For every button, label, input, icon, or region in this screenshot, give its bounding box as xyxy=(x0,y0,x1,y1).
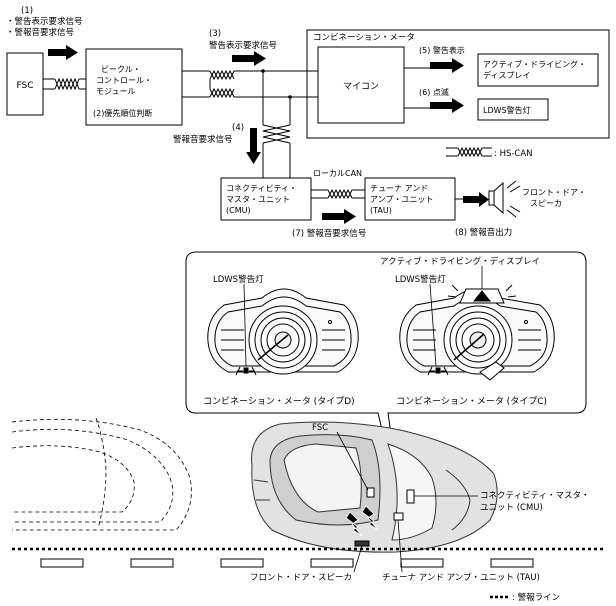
signal-3-arrow xyxy=(232,51,266,66)
signal-5-arrow xyxy=(404,58,464,73)
signal-6-label: (6) 点滅 xyxy=(419,87,449,97)
tau-label-1: チューナ アンド xyxy=(370,184,428,193)
signal-1-line2: ・警報音要求信号 xyxy=(6,27,74,38)
signal-1-line1: ・警告表示要求信号 xyxy=(6,16,83,27)
signal-4-label: 警報音要求信号 xyxy=(173,134,233,145)
signal-1-arrow xyxy=(48,45,78,60)
car-fsc-marker xyxy=(366,487,375,498)
cmu-label-3: (CMU) xyxy=(226,206,251,215)
car-fsc-leader xyxy=(336,431,369,491)
alert-zigzag-icon xyxy=(345,505,379,537)
tau-label-2: アンプ・ユニット xyxy=(370,195,433,204)
hs-can-legend-label: : HS-CAN xyxy=(494,149,533,159)
left-meter-caption: コンビネーション・メータ (タイプD) xyxy=(203,396,355,407)
combination-meter-title: コンビネーション・メータ xyxy=(313,33,415,43)
tau-block xyxy=(364,177,456,221)
signal-7-label: (7) 警報音要求信号 xyxy=(292,228,366,239)
car-tau-leader xyxy=(397,519,403,573)
signal-8-arrow xyxy=(455,192,489,207)
hs-can-fsc-vcm xyxy=(43,77,86,91)
fsc-label: FSC xyxy=(16,81,33,91)
vcm-priority-note: (2)優先順位判断 xyxy=(93,108,152,118)
fsc-block xyxy=(6,52,44,116)
meter-type-c-icon xyxy=(399,288,555,381)
lane-dashes xyxy=(40,558,534,568)
car-illustration xyxy=(251,421,498,553)
vcm-label-3: モジュール xyxy=(96,87,135,96)
ads-label-1: アクティブ・ドライビング・ xyxy=(483,59,586,69)
car-speaker-leader xyxy=(353,545,363,573)
cmu-label-2: マスタ・ユニット xyxy=(226,195,290,204)
signal-8-label: (8) 警報音出力 xyxy=(455,227,512,238)
hs-can-vcm-meter xyxy=(182,69,318,99)
car-speaker-label: フロント・ドア・スピーカ xyxy=(250,573,352,583)
vcm-block xyxy=(85,48,183,126)
car-cmu-label-2: ユニット (CMU) xyxy=(480,503,543,513)
signal-3-label: 警告表示要求信号 xyxy=(209,40,277,51)
cmu-block xyxy=(220,177,312,221)
right-ads-label: アクティブ・ドライビング・ディスプレイ xyxy=(380,256,540,267)
signal-5-label: (5) 警告表示 xyxy=(419,45,465,55)
signal-4-arrow xyxy=(246,128,261,164)
car-fsc-label: FSC xyxy=(312,423,328,433)
ads-label-2: ディスプレイ xyxy=(483,70,530,80)
micon-block xyxy=(317,46,405,124)
ldws-warning-light-right xyxy=(427,366,449,376)
cmu-label-1: コネクティビティ・ xyxy=(226,184,297,193)
signal-6-arrow xyxy=(404,98,464,113)
signal-7-arrow xyxy=(322,209,356,224)
active-driving-display-icon xyxy=(447,284,517,304)
tau-label-3: (TAU) xyxy=(370,206,392,215)
right-meter-caption: コンビネーション・メータ (タイプC) xyxy=(396,396,547,407)
right-ldws-leader xyxy=(429,283,437,367)
speaker-label-1: フロント・ドア・ xyxy=(522,188,586,197)
ghost-car-outline xyxy=(11,417,192,531)
ldws-lamp-label: LDWS警告灯 xyxy=(483,105,531,115)
micon-label: マイコン xyxy=(343,82,379,92)
car-tau-label: チューナ アンド アンプ・ユニット (TAU) xyxy=(382,573,540,583)
speaker-icon xyxy=(488,180,521,218)
combination-meter-block xyxy=(306,29,610,139)
local-can-label: ローカルCAN xyxy=(313,169,362,178)
signal-3-number: (3) xyxy=(209,29,221,39)
vcm-label-2: コントロール・ xyxy=(96,76,152,85)
signal-4-number: (4) xyxy=(232,123,244,133)
car-cmu-label-1: コネクティビティ・マスタ・ xyxy=(480,491,589,501)
speaker-label-2: スピーカ xyxy=(530,199,562,208)
hs-can-vertical-cmu xyxy=(262,71,291,178)
alarm-line-legend-label: : 警報ライン xyxy=(512,592,560,603)
local-can-line xyxy=(311,188,365,200)
ldws-warning-light-left xyxy=(235,366,257,376)
car-tau-marker xyxy=(393,512,404,521)
hs-can-legend-symbol xyxy=(446,146,492,158)
active-driving-display-block xyxy=(477,53,599,87)
right-ldws-label: LDWS警告灯 xyxy=(395,274,446,285)
ldws-lamp-block xyxy=(477,98,549,121)
car-cmu-marker xyxy=(406,489,415,504)
signal-1-number: (1) xyxy=(21,6,33,16)
left-ldws-label: LDWS警告灯 xyxy=(213,274,264,285)
vcm-label-1: ビークル・ xyxy=(101,65,141,74)
car-speaker-marker xyxy=(354,540,370,547)
left-ldws-leader xyxy=(243,283,247,367)
